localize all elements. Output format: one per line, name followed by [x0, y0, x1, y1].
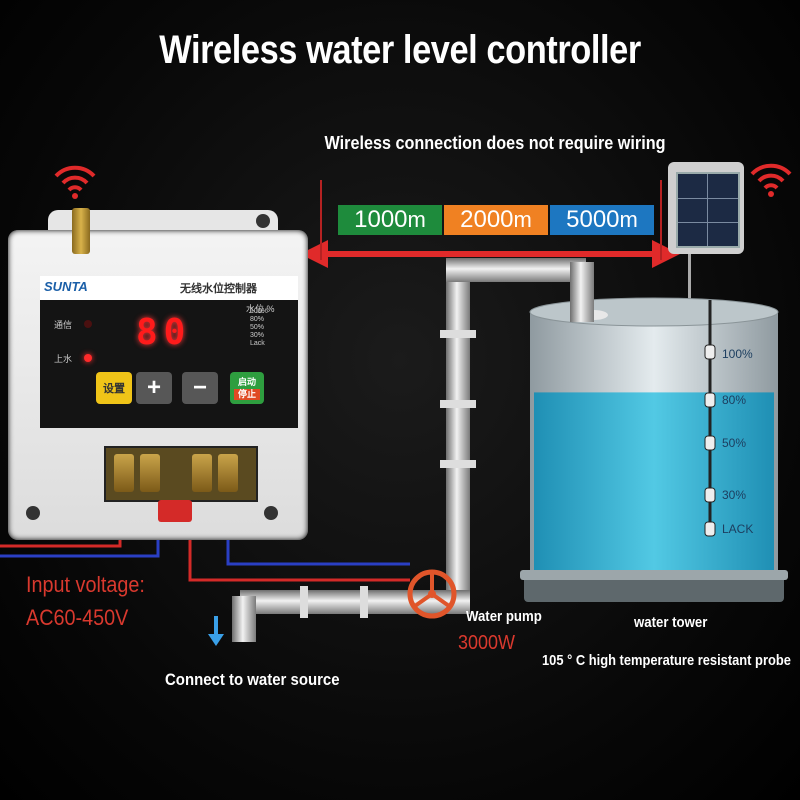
input-voltage-value: AC60-450V — [26, 605, 129, 630]
wifi-icon-right — [750, 163, 792, 197]
antenna-icon — [72, 208, 90, 254]
minus-button[interactable]: − — [182, 372, 218, 404]
control-panel: 通信 上水 水位 % — [40, 300, 298, 428]
level-display: 80 — [136, 312, 192, 353]
pump-label: Water pump — [466, 608, 542, 625]
plus-button[interactable]: + — [136, 372, 172, 404]
terminal-block — [104, 446, 258, 502]
distance-badge-2000: 2000m — [444, 205, 548, 235]
tower-level-30: 30% — [722, 488, 747, 502]
tower-level-80: 80% — [722, 393, 747, 407]
tower-level-lack: LACK — [722, 522, 754, 536]
level-probe — [704, 300, 716, 537]
level-header: 水位 % — [246, 304, 275, 314]
comm-label: 通信 — [54, 320, 73, 330]
distance-marker-right — [660, 180, 662, 260]
comm-led — [84, 320, 92, 328]
tower-level-50: 50% — [722, 436, 747, 450]
down-arrow-icon — [208, 616, 224, 646]
solar-sensor-unit — [668, 162, 744, 254]
distance-badge-5000: 5000m — [550, 205, 654, 235]
brand-logo: SUNTA — [44, 279, 88, 294]
pump-power: 3000W — [458, 632, 516, 654]
page-title: Wireless water level controller — [159, 28, 641, 72]
probe-cable — [688, 254, 691, 304]
water-tower — [520, 297, 788, 602]
water-fill — [534, 392, 774, 580]
controller-device: SUNTA 无线水位控制器 通信 上水 水位 % 80 100% 80% 50%… — [8, 208, 308, 540]
cable-clip — [158, 500, 192, 522]
wifi-icon — [54, 165, 96, 199]
subtitle: Wireless connection does not require wir… — [324, 133, 666, 153]
set-button[interactable]: 设置 — [96, 372, 132, 404]
tower-level-100: 100% — [722, 347, 753, 361]
water-led — [84, 354, 92, 362]
start-stop-button[interactable]: 启动 停止 — [230, 372, 264, 404]
water-label: 上水 — [54, 354, 73, 364]
input-voltage-label: Input voltage: — [26, 572, 145, 597]
distance-badge-1000: 1000m — [338, 205, 442, 235]
water-source-label: Connect to water source — [165, 670, 340, 689]
pump-valve-icon — [407, 569, 457, 619]
tower-label: water tower — [634, 614, 708, 631]
probe-label: 105 ° C high temperature resistant probe — [542, 652, 791, 669]
distance-marker-left — [320, 180, 322, 260]
level-indicator-list: 100% 80% 50% 30% Lack — [250, 308, 268, 347]
solar-panel-icon — [676, 172, 740, 248]
device-name: 无线水位控制器 — [180, 283, 257, 295]
